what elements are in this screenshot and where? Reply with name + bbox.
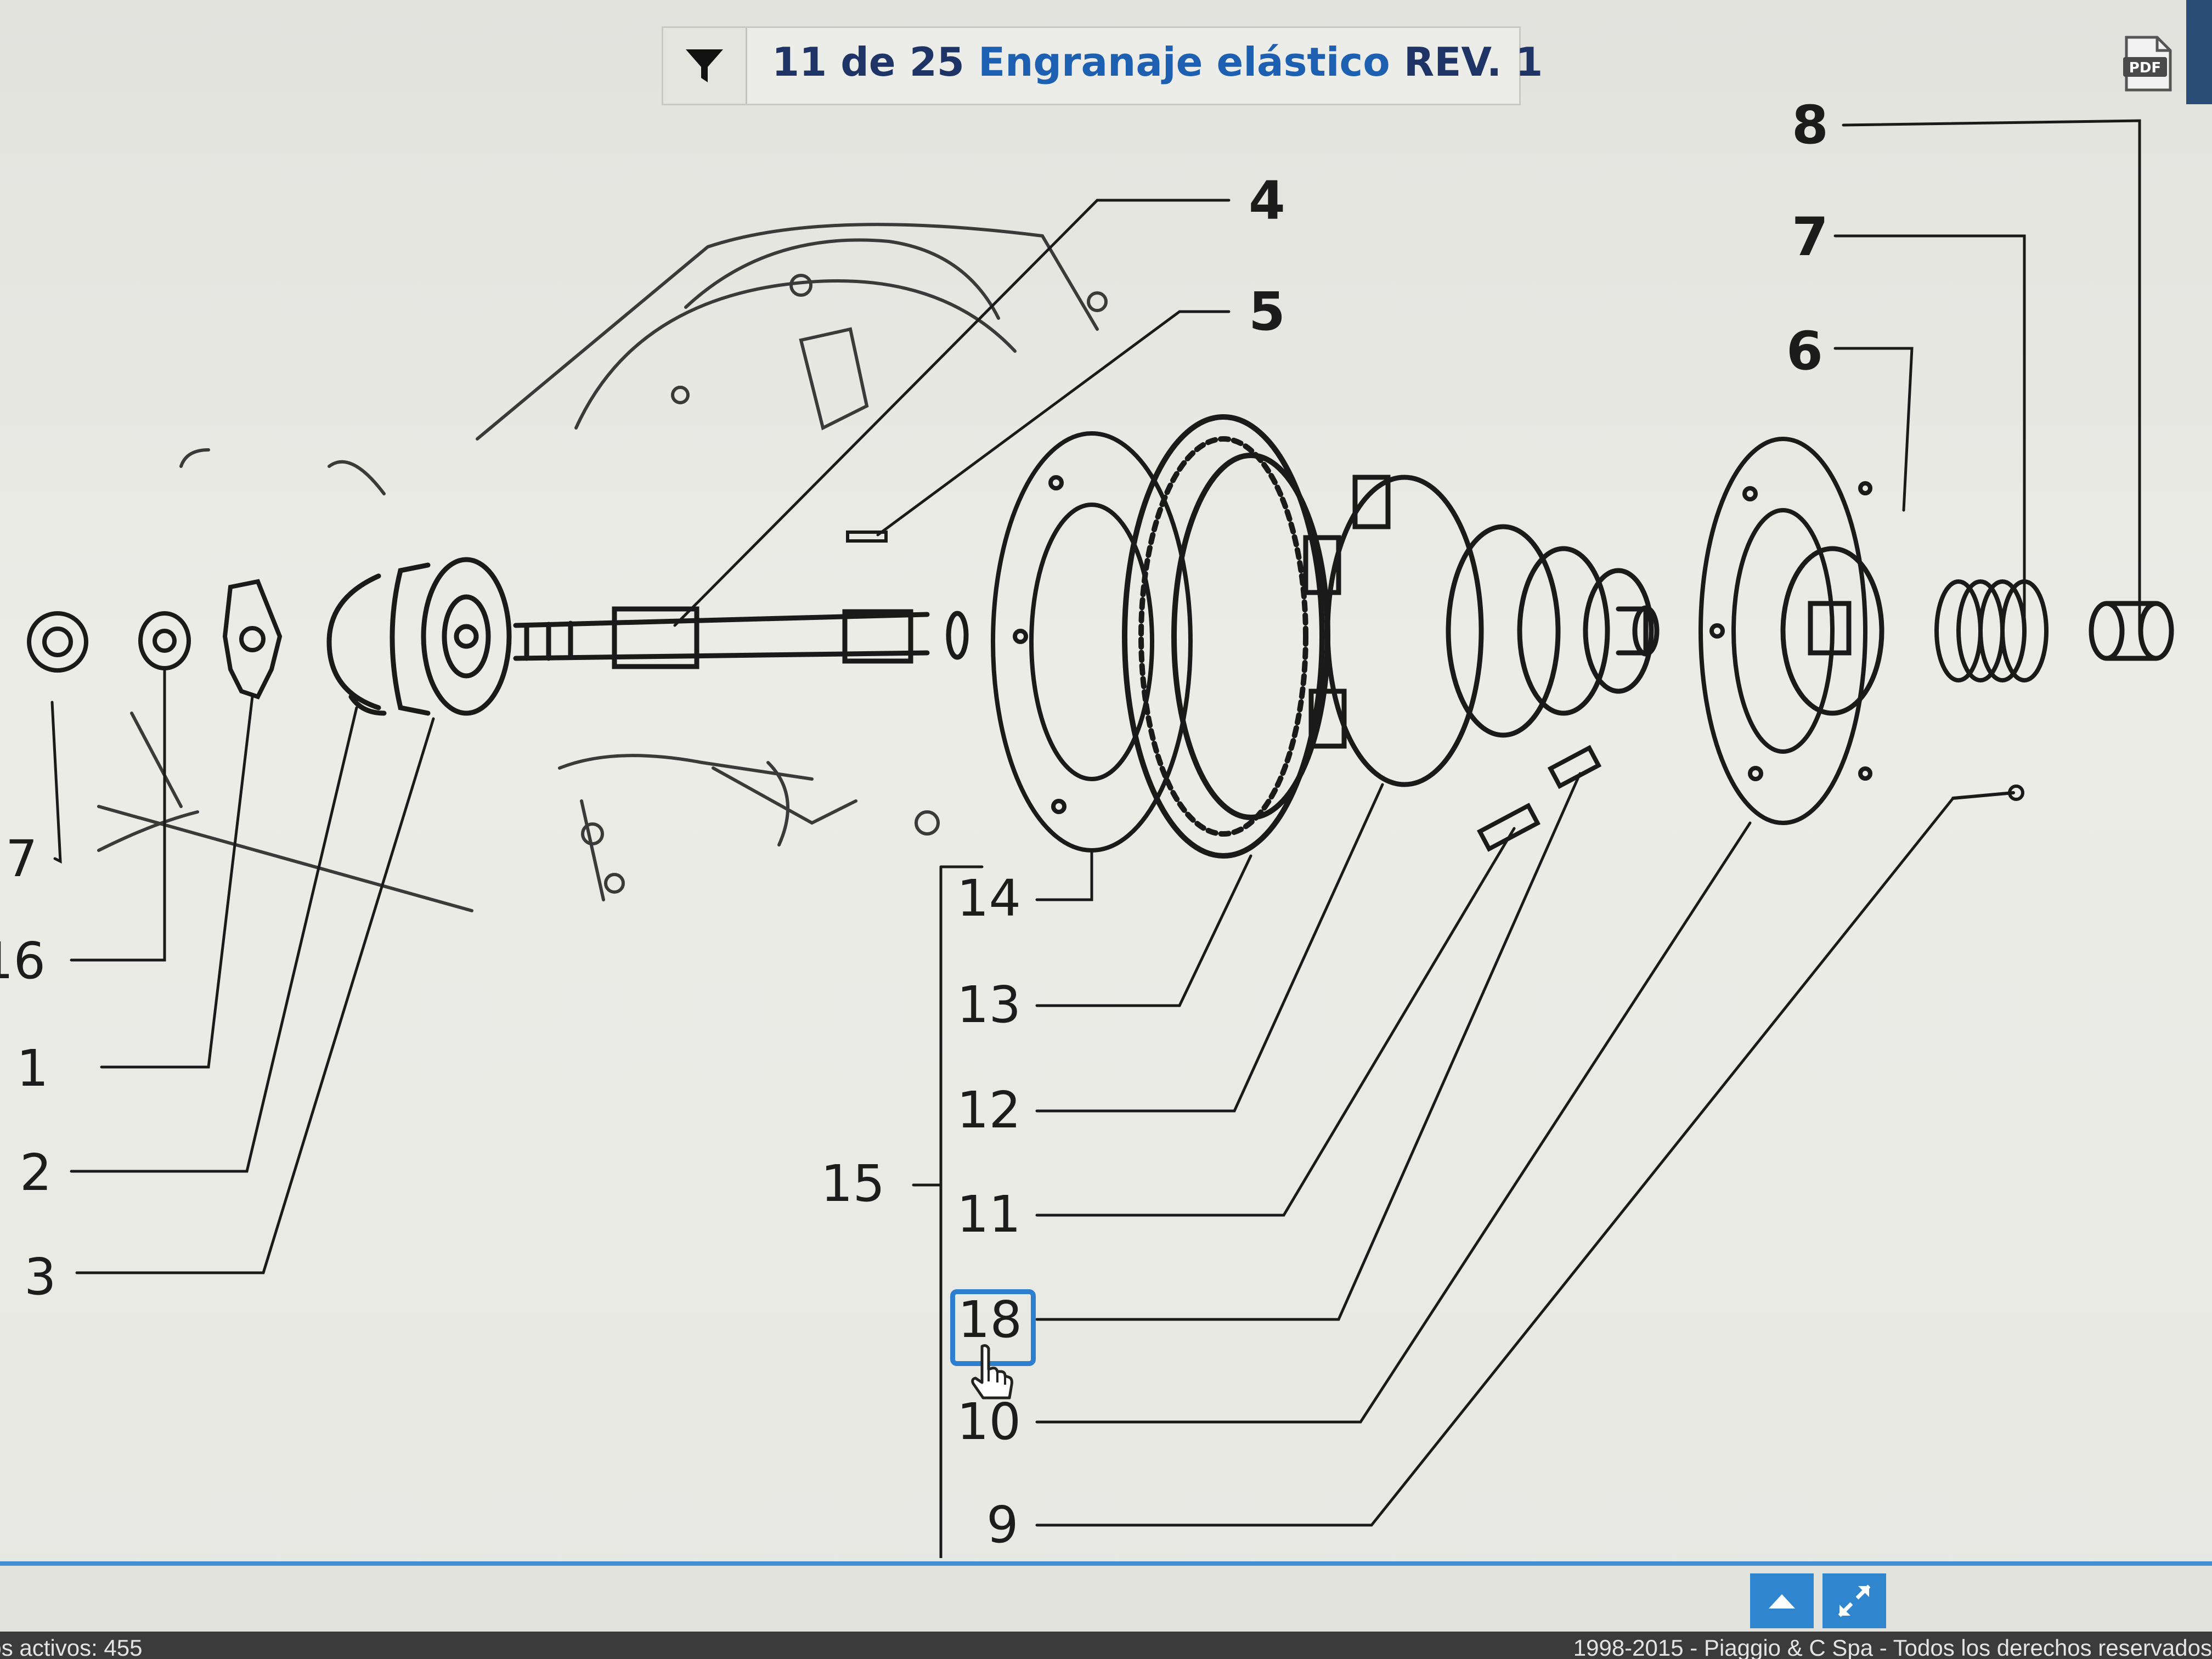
callout-9[interactable]: 9 (986, 1496, 1019, 1554)
callout-3[interactable]: 3 (24, 1248, 57, 1306)
cap-part (2089, 601, 2174, 661)
nut-part (27, 611, 88, 673)
page-header: 11 de 25 Engranaje elástico REV. 1 (662, 26, 1543, 105)
callout-15[interactable]: 15 (821, 1154, 885, 1213)
callout-6-right[interactable]: 6 (1786, 320, 1823, 382)
revision-label: REV. 1 (1403, 39, 1543, 85)
lock-plate-part (222, 579, 283, 699)
bearing-part (390, 557, 512, 716)
status-bar: ios activos: 455 1998-2015 - Piaggio & C… (0, 1632, 2212, 1659)
callout-8[interactable]: 8 (1792, 94, 1829, 156)
pdf-download-button[interactable]: PDF (2121, 35, 2174, 92)
funnel-filter-icon (686, 49, 723, 82)
spring-part-b (1476, 803, 1541, 852)
window-edge (2186, 0, 2212, 104)
diagram-name: Engranaje elástico (978, 39, 1390, 85)
callout-1[interactable]: 1 (16, 1039, 49, 1098)
scroll-up-button[interactable] (1750, 1573, 1814, 1628)
splined-hub-part (1780, 546, 1884, 716)
circlip-part (326, 573, 387, 716)
gasket-plate-part (991, 431, 1193, 853)
copyright-text: 1998-2015 - Piaggio & C Spa - Todos los … (1573, 1635, 2212, 1659)
callout-2[interactable]: 2 (20, 1143, 52, 1202)
selected-callout-highlight (950, 1289, 1036, 1366)
filter-button[interactable] (663, 28, 747, 104)
expand-icon (1838, 1584, 1871, 1617)
footer-divider (0, 1561, 2212, 1566)
page-counter: 11 de 25 (772, 39, 964, 85)
exploded-parts-diagram (27, 119, 2174, 1558)
cover-plate-part (1699, 437, 1872, 825)
spring-part-a (1547, 744, 1602, 789)
active-users-status: ios activos: 455 (0, 1635, 143, 1659)
callout-7-right[interactable]: 7 (1792, 206, 1829, 268)
hand-pointer-cursor-icon (971, 1344, 1013, 1400)
expand-button[interactable] (1822, 1573, 1886, 1628)
pdf-icon: PDF (2123, 36, 2172, 92)
page-title: 11 de 25 Engranaje elástico REV. 1 (772, 39, 1543, 85)
pin-part (1951, 785, 2024, 801)
callout-18[interactable]: 18 (958, 1290, 1023, 1349)
callout-13[interactable]: 13 (957, 975, 1022, 1034)
callout-16[interactable]: 16 (0, 932, 46, 990)
callout-5[interactable]: 5 (1249, 281, 1285, 342)
washer-part (138, 611, 191, 670)
housing-outline (97, 223, 1108, 912)
callout-7-left[interactable]: 7 (5, 830, 38, 888)
arrow-up-icon (1769, 1594, 1795, 1609)
leader-lines (50, 119, 2141, 1558)
callout-10[interactable]: 10 (957, 1392, 1022, 1451)
spring-hub-part (1303, 475, 1484, 787)
callout-14[interactable]: 14 (957, 869, 1022, 928)
callout-11[interactable]: 11 (957, 1185, 1022, 1244)
callout-12[interactable]: 12 (957, 1081, 1022, 1139)
pdf-label: PDF (2129, 60, 2161, 76)
key-part (846, 531, 888, 543)
crown-gear-part (1122, 414, 1330, 859)
shaft-part (513, 606, 969, 669)
gear-cluster-part (1446, 524, 1660, 738)
coil-spring-part (1934, 579, 2049, 682)
callout-4[interactable]: 4 (1249, 170, 1285, 232)
